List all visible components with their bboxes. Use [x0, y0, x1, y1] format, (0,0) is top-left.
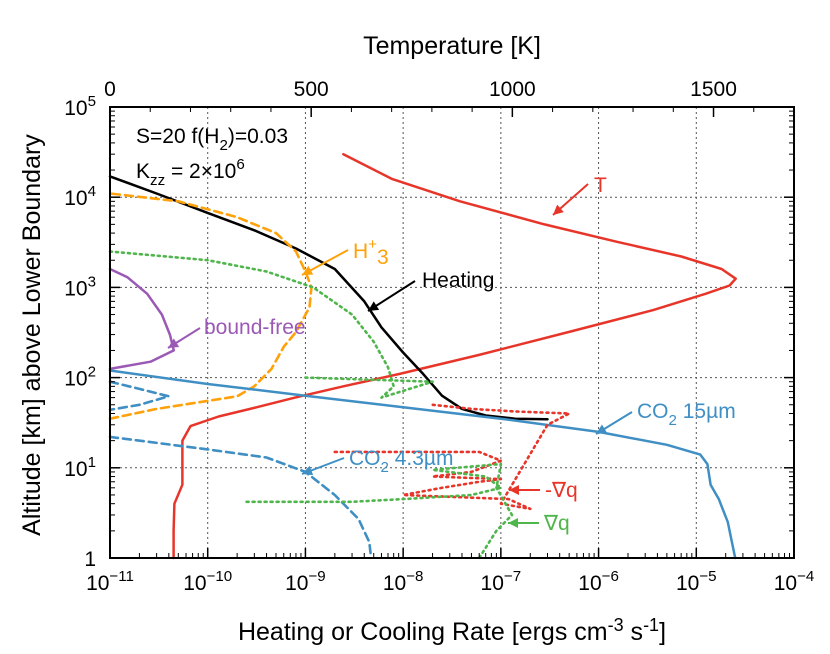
params-line2: Kzz = 2×106: [136, 156, 245, 189]
series-heating: [108, 175, 549, 421]
annotation-co2_43: CO2 4.3µm: [349, 447, 454, 476]
params-line1: S=20 f(H2)=0.03: [136, 125, 288, 154]
series-h3-: [108, 192, 313, 421]
annotation-arrowhead-bf: [168, 338, 180, 348]
y-tick-label: 105: [64, 93, 96, 120]
annotation-T: T: [594, 174, 607, 197]
left-axis-title: Altitude [km] above Lower Boundary: [18, 134, 46, 536]
y-tick-label: 102: [64, 364, 96, 391]
top-axis-title: Temperature [K]: [363, 32, 541, 60]
annotation-gradq: ∇q: [543, 512, 570, 535]
annotation-arrowhead-co2_15: [596, 424, 608, 434]
y-tick-label: 1: [84, 548, 96, 571]
x-tick-label: 10−7: [481, 568, 522, 595]
top-tick-label: 0: [104, 78, 116, 101]
x-tick-label: 10−5: [676, 568, 717, 595]
plot-frame: [109, 106, 795, 559]
annotation-bf: bound-free: [204, 316, 306, 339]
series-co2-4-3-m-upper-: [108, 380, 171, 412]
top-tick-label: 1500: [690, 78, 737, 101]
top-tick-label: 1000: [489, 78, 536, 101]
x-tick-label: 10−9: [285, 568, 326, 595]
bottom-axis-title: Heating or Cooling Rate [ergs cm-3 s-1]: [238, 615, 666, 646]
x-tick-label: 10−6: [578, 568, 619, 595]
annotation-mgradq: -∇q: [545, 479, 578, 502]
annotation-arrowhead-mgradq: [509, 485, 519, 495]
annotation-arrowhead-T: [553, 204, 564, 215]
annotation-arrowhead-gradq: [508, 518, 518, 528]
series-bound-free: [108, 267, 176, 371]
series--q: [108, 250, 434, 399]
y-tick-label: 103: [64, 273, 96, 300]
top-tick-label: 500: [294, 78, 329, 101]
annotation-heating: Heating: [422, 269, 494, 292]
series-co2-15-m: [108, 369, 737, 560]
series--q-lower-: [245, 462, 514, 560]
x-tick-label: 10−10: [183, 568, 232, 595]
x-tick-label: 10−11: [86, 568, 134, 595]
y-tick-label: 101: [64, 454, 96, 481]
annotation-H3: H+3: [353, 236, 389, 269]
series-t: [172, 152, 737, 560]
annotation-arrowhead-co2_43: [302, 465, 314, 476]
annotation-co2_15: CO2 15µm: [637, 400, 736, 429]
series--q: [333, 403, 571, 511]
annotation-arrowhead-H3: [302, 265, 314, 275]
series-co2-4-3-m: [108, 435, 373, 560]
annotation-arrowhead-heating: [368, 301, 380, 311]
x-tick-label: 10−4: [774, 568, 815, 595]
y-tick-label: 104: [64, 183, 96, 210]
x-tick-label: 10−8: [383, 568, 424, 595]
